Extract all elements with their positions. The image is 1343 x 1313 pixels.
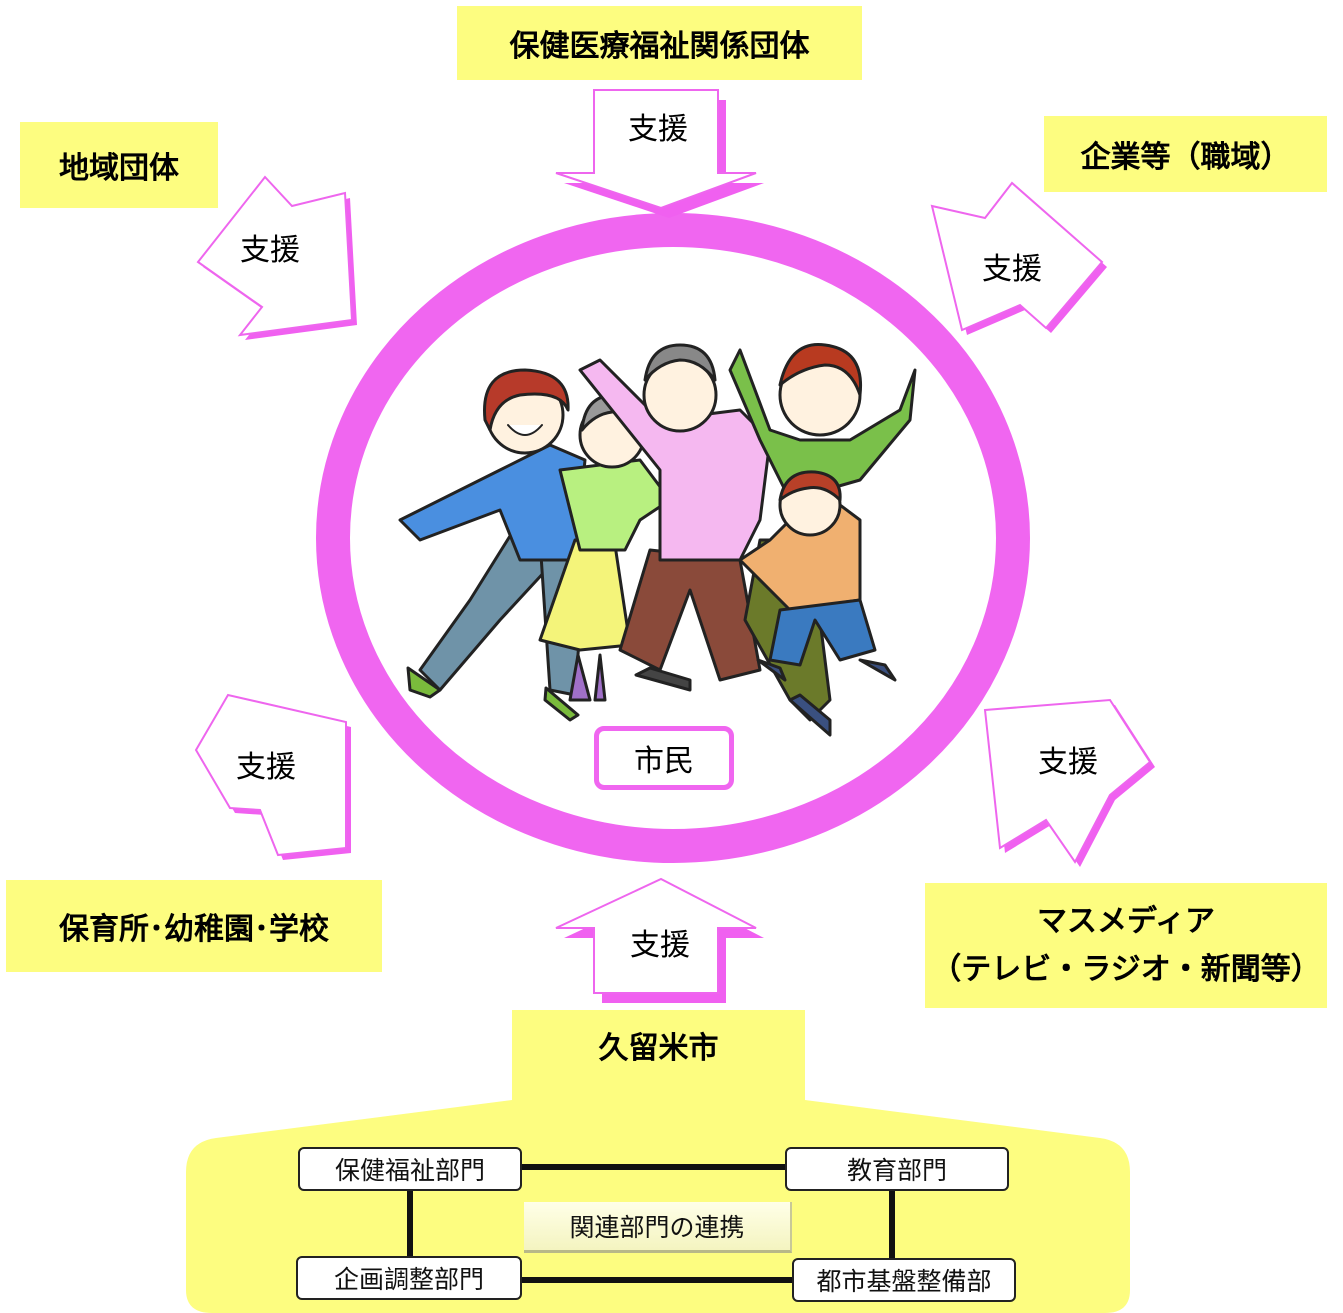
arrow-lower-right xyxy=(983,698,1155,867)
arrow-upper-left xyxy=(196,175,357,340)
dept-education: 教育部門 xyxy=(785,1147,1009,1191)
dept-urban: 都市基盤整備部 xyxy=(792,1258,1016,1302)
media-org-label: マスメディア xyxy=(1037,903,1215,939)
community-org-label: 地域団体 xyxy=(59,151,179,186)
arrow-top xyxy=(555,89,764,218)
support-label-bottom: 支援 xyxy=(630,928,690,963)
media-org-sublabel: （テレビ・ラジオ・新聞等） xyxy=(931,951,1321,987)
citizens-ring xyxy=(316,213,1030,863)
department-links xyxy=(407,1164,895,1283)
support-label-lower-left: 支援 xyxy=(236,750,296,785)
city-org-box: 久留米市 xyxy=(512,1010,805,1080)
support-label-top: 支援 xyxy=(628,112,688,147)
support-label-upper-right: 支援 xyxy=(982,252,1042,287)
arrow-lower-left xyxy=(194,693,351,860)
city-org-label: 久留米市 xyxy=(598,1031,719,1066)
health-org-label: 保健医療福祉関係団体 xyxy=(509,29,810,64)
dept-health-welfare: 保健福祉部門 xyxy=(298,1147,522,1191)
collaboration-label: 関連部門の連携 xyxy=(524,1202,792,1253)
company-org-box: 企業等（職域） xyxy=(1044,116,1327,192)
media-org-box: マスメディア （テレビ・ラジオ・新聞等） xyxy=(925,883,1327,1008)
health-org-box: 保健医療福祉関係団体 xyxy=(457,6,862,80)
dept-planning: 企画調整部門 xyxy=(296,1256,522,1300)
arrow-bottom xyxy=(555,877,764,1003)
family-illustration xyxy=(398,343,917,737)
company-org-label: 企業等（職域） xyxy=(1080,140,1291,175)
citizens-label: 市民 xyxy=(594,726,734,790)
schools-org-label: 保育所･幼稚園･学校 xyxy=(59,912,329,947)
support-label-upper-left: 支援 xyxy=(240,233,300,268)
schools-org-box: 保育所･幼稚園･学校 xyxy=(6,880,382,972)
arrow-upper-right xyxy=(930,181,1107,335)
community-org-box: 地域団体 xyxy=(20,122,218,208)
support-label-lower-right: 支援 xyxy=(1038,745,1098,780)
